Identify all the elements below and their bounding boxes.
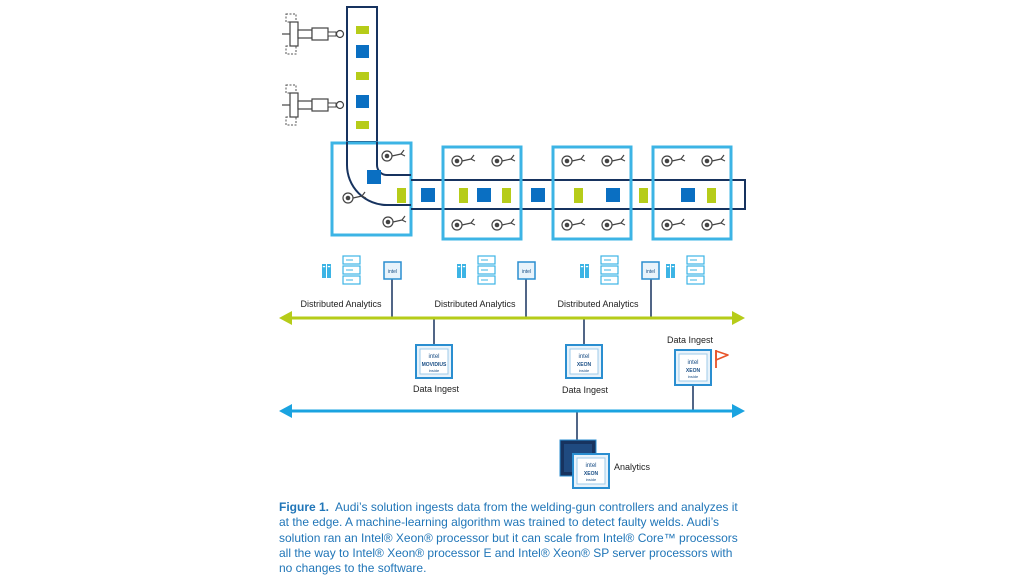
weld-cell-4 [651,145,733,241]
intel-chip-icon [641,261,660,280]
analytics-server: ST intel XEON inside [559,439,610,489]
svg-text:intel: intel [388,269,397,275]
svg-text:intel: intel [428,354,439,360]
weld-cell-2 [441,145,523,241]
green-network-bus [279,311,745,325]
curved-conveyor [346,142,411,206]
svg-text:intel: intel [687,360,698,366]
intel-movidius-chip: intel MOVIDIUS inside [415,344,453,379]
horizontal-conveyor [411,179,746,210]
blade-server-icon [666,264,675,278]
server-group-3: intel [580,255,705,285]
svg-text:intel: intel [646,269,655,275]
data-ingest-label: Data Ingest [413,384,460,394]
svg-text:XEON: XEON [584,471,599,477]
svg-text:intel: intel [585,463,596,469]
svg-text:intel: intel [578,354,589,360]
car-body-blocks [356,26,716,203]
svg-text:intel: intel [522,269,531,275]
svg-text:inside: inside [429,368,440,373]
distributed-analytics-label: Distributed Analytics [300,299,382,309]
analytics-label: Analytics [614,462,651,472]
connector-lines [391,279,694,440]
figure-label: Figure 1. [279,500,330,514]
intel-xeon-chip: intel XEON inside [565,344,603,379]
intel-chip-icon [383,261,402,280]
blade-server-icon [322,264,331,278]
server-rack-icon [342,255,361,285]
server-rack-icon [477,255,496,285]
figure-caption: Figure 1. Audi’s solution ingests data f… [279,500,749,576]
svg-text:inside: inside [688,374,699,379]
welding-robot-icon [281,13,345,55]
caption-text: Audi’s solution ingests data from the we… [279,500,738,576]
svg-text:XEON: XEON [686,368,701,374]
data-ingest-label: Data Ingest [562,385,609,395]
welding-robot-icon [281,84,345,126]
blade-server-icon [580,264,589,278]
server-rack-icon [600,255,619,285]
svg-text:MOVIDIUS: MOVIDIUS [422,362,447,368]
server-group-2: intel [457,255,536,285]
flag-icon [715,350,729,368]
weld-cell-3 [551,145,633,241]
distributed-analytics-label: Distributed Analytics [557,299,639,309]
svg-text:inside: inside [586,477,597,482]
svg-text:XEON: XEON [577,362,592,368]
weld-cell-1 [330,141,413,237]
svg-text:inside: inside [579,368,590,373]
welding-line-diagram: intel intel intel Distributed Analytics … [279,6,746,489]
intel-chip-icon [517,261,536,280]
data-ingest-label: Data Ingest [667,335,714,345]
intel-xeon-chip: intel XEON inside [674,349,712,386]
svg-text:ST: ST [568,462,574,468]
blue-network-bus [279,404,745,418]
blade-server-icon [457,264,466,278]
distributed-analytics-label: Distributed Analytics [434,299,516,309]
server-rack-icon [686,255,705,285]
server-group-1: intel [322,255,402,285]
